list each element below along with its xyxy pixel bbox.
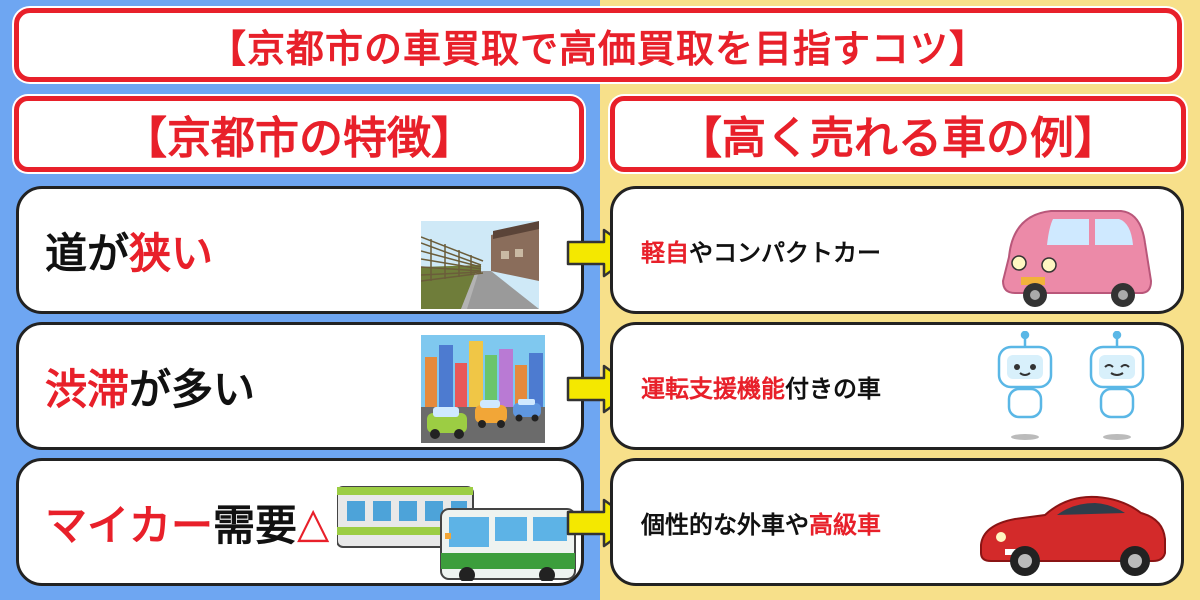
feature-card-narrow-roads: 道が狭い <box>16 186 584 314</box>
example-card-luxury-car: 個性的な外車や高級車 <box>610 458 1184 586</box>
example-text: 運転支援機能付きの車 <box>641 374 881 403</box>
compact-car-illustration <box>1001 210 1153 307</box>
left-header-box: 【京都市の特徴】 <box>14 96 584 172</box>
example-card-driver-assist: 運転支援機能付きの車 <box>610 322 1184 450</box>
feature-text: マイカー需要△ <box>45 497 330 550</box>
feature-card-car-demand: マイカー需要△ <box>16 458 584 586</box>
train-bus-illustration <box>337 486 576 581</box>
right-header-box: 【高く売れる車の例】 <box>610 96 1186 172</box>
left-header: 【京都市の特徴】 <box>123 113 475 164</box>
feature-text: 道が狭い <box>45 228 214 278</box>
feature-text: 渋滞が多い <box>45 364 256 414</box>
narrow-road-illustration <box>421 221 539 309</box>
example-text: 軽自やコンパクトカー <box>641 238 881 267</box>
traffic-jam-illustration <box>421 335 545 443</box>
triangle-mark: △ <box>297 497 330 547</box>
page-title: 【京都市の車買取で高価買取を目指すコツ】 <box>207 26 988 71</box>
title-banner: 【京都市の車買取で高価買取を目指すコツ】 <box>14 8 1182 82</box>
example-text: 個性的な外車や高級車 <box>641 510 881 539</box>
robot-illustration <box>997 331 1145 440</box>
sports-car-illustration <box>980 495 1166 576</box>
right-header: 【高く売れる車の例】 <box>678 113 1118 164</box>
example-card-compact-car: 軽自やコンパクトカー <box>610 186 1184 314</box>
feature-card-traffic: 渋滞が多い <box>16 322 584 450</box>
